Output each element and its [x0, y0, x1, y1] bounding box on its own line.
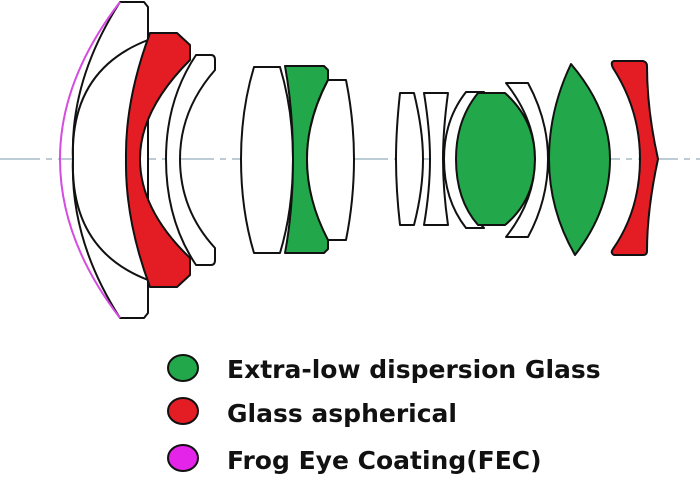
lens-element-4 [240, 66, 294, 254]
lens-element-6 [306, 79, 355, 241]
legend-label: Extra-low dispersion Glass [227, 355, 601, 384]
legend: Extra-low dispersion Glass Glass aspheri… [167, 354, 601, 475]
lens-element-13-aspherical [610, 60, 659, 256]
red-circle-icon [167, 397, 199, 425]
legend-label: Frog Eye Coating(FEC) [227, 446, 542, 475]
green-circle-icon [167, 354, 199, 382]
legend-item-aspherical: Glass aspherical [167, 397, 457, 428]
legend-item-fec: Frog Eye Coating(FEC) [167, 444, 542, 475]
magenta-circle-icon [167, 444, 199, 472]
lens-element-2-aspherical [124, 32, 191, 288]
lens-element-1-rear-surface [71, 39, 149, 281]
lens-element-10-ed [455, 92, 536, 226]
lens-element-3 [165, 54, 216, 266]
legend-item-ed-glass: Extra-low dispersion Glass [167, 354, 601, 384]
lens-element-11 [505, 82, 549, 238]
legend-label: Glass aspherical [227, 399, 457, 428]
lens-element-12-ed [548, 63, 611, 256]
frog-eye-coating [58, 1, 121, 319]
lens-element-7 [395, 92, 424, 226]
lens-element-8 [423, 92, 449, 226]
